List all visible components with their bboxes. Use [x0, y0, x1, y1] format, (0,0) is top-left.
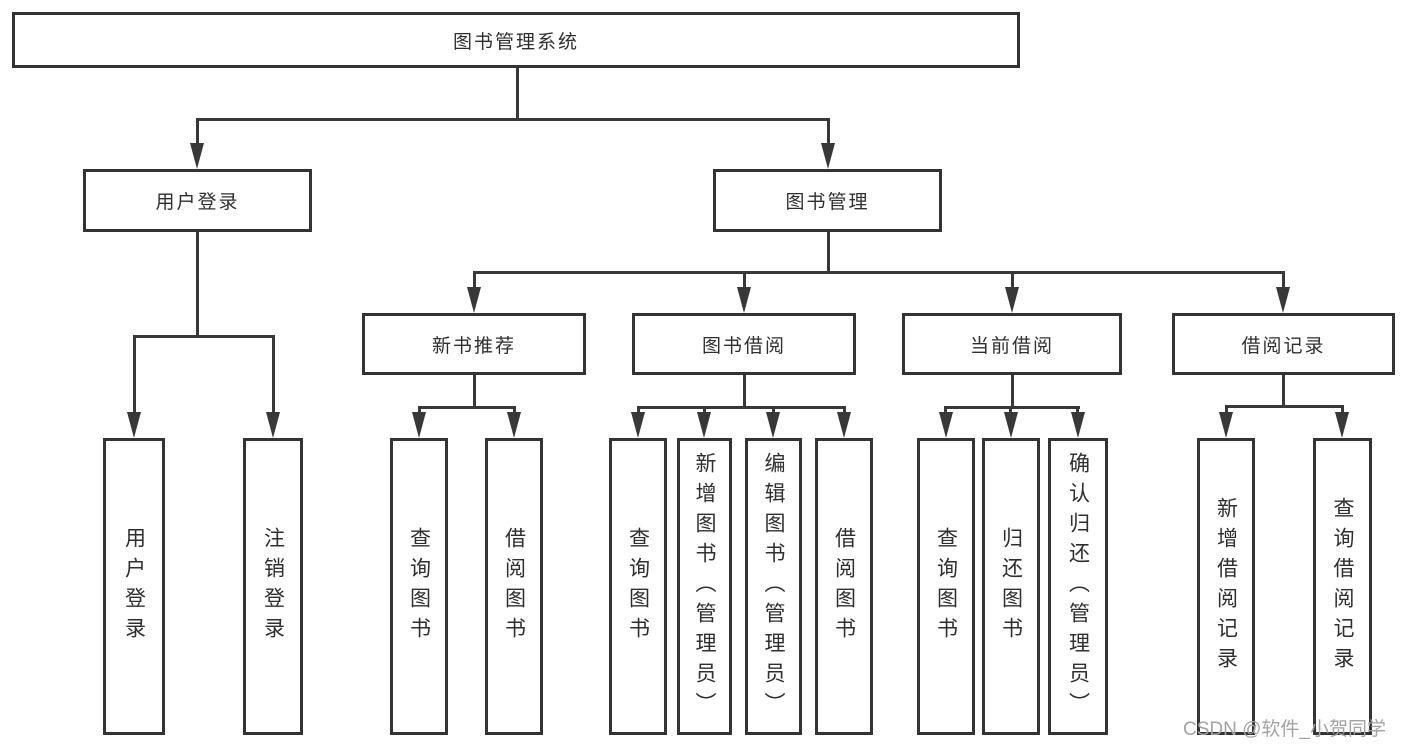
connector-drop	[944, 406, 947, 416]
node-book-borrow: 图书借阅	[632, 313, 856, 375]
leaf-query-books-borrow: 查询图书	[609, 438, 667, 735]
leaf-borrow-books: 借阅图书	[815, 438, 873, 735]
leaf-borrow-books-label: 借阅图书	[832, 526, 856, 647]
connector-level2-branch	[196, 118, 830, 121]
connector-trunk	[1011, 375, 1014, 408]
csdn-watermark: CSDN @软件_小贺同学	[1183, 719, 1386, 740]
connector-drop	[743, 271, 746, 291]
connector-user-login-branch	[133, 335, 275, 338]
connector-branch	[637, 406, 846, 409]
connector-drop	[1282, 271, 1285, 291]
leaf-query-books-current-label: 查询图书	[934, 526, 958, 647]
connector-drop	[637, 406, 640, 416]
connector-trunk	[1282, 375, 1285, 407]
node-user-login: 用户登录	[83, 169, 312, 232]
node-root: 图书管理系统	[12, 12, 1020, 68]
leaf-add-books-admin: 新增图书（管理员）	[677, 438, 732, 735]
leaf-user-login: 用户登录	[103, 438, 165, 735]
connector-root-trunk	[516, 68, 519, 118]
leaf-query-books-borrow-label: 查询图书	[626, 526, 650, 647]
leaf-query-books-recommend: 查询图书	[390, 438, 448, 735]
arrow-down-icon	[837, 412, 851, 438]
connector-book-management-trunk	[827, 232, 830, 273]
arrow-down-icon	[939, 412, 953, 438]
leaf-confirm-return-admin: 确认归还（管理员）	[1048, 438, 1108, 735]
leaf-return-books: 归还图书	[982, 438, 1040, 735]
connector-drop	[1341, 405, 1344, 416]
node-book-borrow-label: 图书借阅	[701, 335, 786, 357]
arrow-down-icon	[127, 412, 141, 438]
connector-branch	[1225, 405, 1344, 408]
leaf-query-borrow-record: 查询借阅记录	[1313, 438, 1372, 735]
node-current-borrow-label: 当前借阅	[969, 335, 1054, 357]
connector-drop	[703, 406, 706, 416]
leaf-return-books-label: 归还图书	[999, 526, 1023, 647]
connector-drop	[272, 335, 275, 415]
arrow-down-icon	[1276, 287, 1290, 313]
connector-drop	[513, 406, 516, 416]
connector-trunk	[743, 375, 746, 408]
leaf-add-borrow-record: 新增借阅记录	[1197, 438, 1255, 735]
leaf-query-books-recommend-label: 查询图书	[407, 526, 431, 647]
connector-drop	[1009, 406, 1012, 416]
connector-drop	[1011, 271, 1014, 291]
arrow-down-icon	[766, 412, 780, 438]
arrow-down-icon	[1004, 412, 1018, 438]
leaf-edit-books-admin-label: 编辑图书（管理员）	[762, 451, 785, 722]
node-root-label: 图书管理系统	[452, 31, 579, 53]
arrow-down-icon	[266, 412, 280, 438]
node-new-book-recommend: 新书推荐	[362, 313, 586, 375]
connector-drop	[827, 118, 830, 146]
arrow-down-icon	[821, 143, 835, 169]
arrow-down-icon	[737, 287, 751, 313]
connector-drop	[133, 335, 136, 415]
leaf-add-books-admin-label: 新增图书（管理员）	[693, 451, 716, 722]
leaf-query-books-current: 查询图书	[917, 438, 975, 735]
arrow-down-icon	[1071, 412, 1085, 438]
leaf-user-login-label: 用户登录	[122, 526, 146, 647]
leaf-borrow-books-recommend-label: 借阅图书	[502, 526, 526, 647]
connector-branch	[945, 406, 1080, 409]
connector-drop	[772, 406, 775, 416]
arrow-down-icon	[1335, 412, 1349, 438]
connector-user-login-trunk	[196, 232, 199, 335]
connector-drop	[418, 406, 421, 416]
arrow-down-icon	[507, 412, 521, 438]
connector-level3-branch	[473, 271, 1285, 274]
leaf-add-borrow-record-label: 新增借阅记录	[1214, 496, 1238, 677]
arrow-down-icon	[190, 143, 204, 169]
leaf-borrow-books-recommend: 借阅图书	[485, 438, 543, 735]
arrow-down-icon	[467, 287, 481, 313]
node-user-login-label: 用户登录	[155, 192, 240, 213]
node-book-management: 图书管理	[713, 169, 942, 232]
arrow-down-icon	[1005, 287, 1019, 313]
node-borrow-records: 借阅记录	[1172, 313, 1395, 375]
connector-drop	[196, 118, 199, 146]
connector-branch	[418, 406, 516, 409]
node-borrow-records-label: 借阅记录	[1241, 335, 1326, 357]
leaf-edit-books-admin: 编辑图书（管理员）	[745, 438, 802, 735]
node-book-management-label: 图书管理	[785, 192, 870, 213]
arrow-down-icon	[697, 412, 711, 438]
connector-drop	[843, 406, 846, 416]
leaf-query-borrow-record-label: 查询借阅记录	[1331, 496, 1354, 677]
arrow-down-icon	[412, 412, 426, 438]
arrow-down-icon	[1219, 412, 1233, 438]
connector-drop	[473, 271, 476, 291]
leaf-confirm-return-admin-label: 确认归还（管理员）	[1066, 451, 1090, 722]
arrow-down-icon	[631, 412, 645, 438]
connector-drop	[1076, 406, 1079, 416]
connector-trunk	[473, 375, 476, 408]
node-current-borrow: 当前借阅	[902, 313, 1122, 375]
connector-drop	[1225, 405, 1228, 416]
leaf-logout-login: 注销登录	[243, 438, 303, 735]
leaf-logout-login-label: 注销登录	[261, 526, 285, 647]
node-new-book-recommend-label: 新书推荐	[431, 335, 516, 357]
